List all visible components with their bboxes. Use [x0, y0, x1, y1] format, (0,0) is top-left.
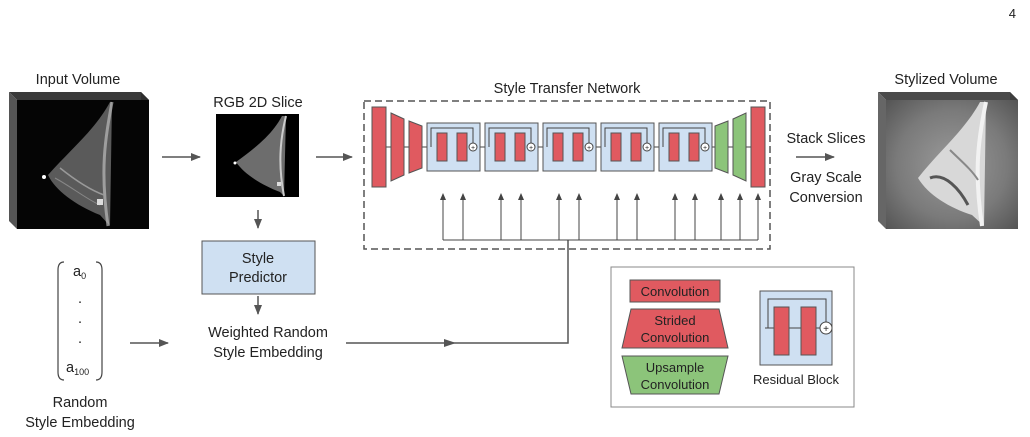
stylized-volume-image [878, 92, 1018, 229]
style-predictor-line2: Predictor [229, 270, 287, 286]
network-strided-conv-2 [408, 120, 423, 174]
legend-residual-swatch: + [759, 290, 833, 366]
residual-block-2: + [484, 122, 539, 172]
legend-residual-label: Residual Block [753, 372, 839, 387]
vector-dot-2: . [78, 311, 82, 327]
gray-scale-line2: Conversion [789, 190, 862, 206]
svg-text:+: + [703, 145, 707, 152]
residual-block-3: + [542, 122, 597, 172]
network-conv-first [371, 106, 387, 188]
conditioning-lines [442, 194, 759, 241]
stylized-volume-label: Stylized Volume [894, 72, 997, 88]
network-dashed-box [363, 100, 771, 250]
rgb-slice-image [216, 114, 299, 197]
legend-strided-line2: Convolution [641, 330, 710, 345]
rgb-slice-label: RGB 2D Slice [213, 95, 302, 111]
svg-text:+: + [823, 324, 829, 335]
legend-upsample-line1: Upsample [646, 360, 705, 375]
svg-text:+: + [471, 145, 475, 152]
residual-block-5: + [658, 122, 713, 172]
svg-text:+: + [529, 145, 533, 152]
residual-block-4: + [600, 122, 655, 172]
legend-strided-line1: Strided [654, 313, 695, 328]
svg-text:+: + [587, 145, 591, 152]
legend-upsample-line2: Convolution [641, 377, 710, 392]
legend-convolution-swatch [629, 279, 721, 303]
legend-upsample-swatch [621, 355, 729, 395]
stack-slices-label: Stack Slices [787, 131, 866, 147]
svg-text:a0: a0 [73, 264, 86, 281]
vector-a100-sub: 100 [74, 367, 89, 377]
svg-text:+: + [645, 145, 649, 152]
weighted-embedding-line1: Weighted Random [208, 325, 328, 341]
vector-dot-1: . [78, 291, 82, 307]
vector-a0-base: a [73, 264, 82, 280]
network-upsample-conv-1 [714, 120, 729, 174]
vector-dot-3: . [78, 331, 82, 347]
residual-block-1: + [426, 122, 481, 172]
random-embedding-line2: Style Embedding [25, 415, 135, 431]
legend-strided-swatch [621, 308, 729, 349]
network-strided-conv-1 [390, 112, 405, 182]
style-predictor-box [201, 240, 316, 295]
weighted-to-network-path [346, 240, 569, 344]
random-style-vector: a0 . . . a100 [57, 261, 103, 381]
legend-convolution-label: Convolution [641, 284, 710, 299]
style-predictor-line1: Style [242, 251, 274, 267]
input-volume-image [9, 92, 149, 229]
network-upsample-conv-2 [732, 112, 747, 182]
random-embedding-line1: Random [53, 395, 108, 411]
network-title: Style Transfer Network [494, 81, 641, 97]
page-number: 4 [1009, 6, 1016, 21]
input-volume-label: Input Volume [36, 72, 121, 88]
svg-text:a100: a100 [66, 360, 89, 377]
weighted-embedding-line2: Style Embedding [213, 345, 323, 361]
vector-a0-sub: 0 [81, 271, 86, 281]
gray-scale-line1: Gray Scale [790, 170, 862, 186]
network-conv-last [750, 106, 766, 188]
vector-a100-base: a [66, 360, 75, 376]
